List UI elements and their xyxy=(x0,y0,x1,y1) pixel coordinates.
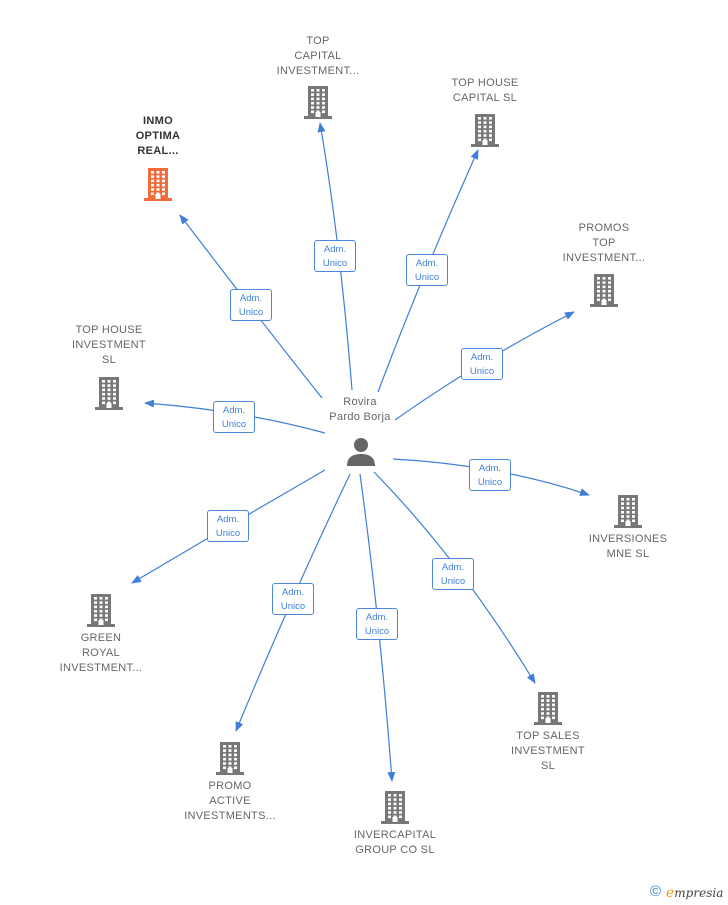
edge-label-inversiones-mne[interactable]: Adm. Unico xyxy=(469,459,511,491)
edge-label-green-royal-investment[interactable]: Adm. Unico xyxy=(207,510,249,542)
building-icon xyxy=(534,692,562,725)
company-name[interactable]: INVERSIONES MNE SL xyxy=(588,533,668,560)
company-icon-wrap[interactable] xyxy=(142,167,174,201)
company-node-top-house-investment[interactable]: TOP HOUSE INVESTMENT SL xyxy=(59,323,159,368)
company-icon-wrap[interactable] xyxy=(469,113,501,147)
person-icon[interactable] xyxy=(345,435,377,467)
person-name[interactable]: Rovira Pardo Borja xyxy=(329,396,391,423)
company-icon-wrap[interactable] xyxy=(588,273,620,307)
building-icon xyxy=(216,742,244,775)
company-node-promos-top-investment[interactable]: PROMOS TOP INVESTMENT... xyxy=(554,221,654,266)
company-name[interactable]: INMO OPTIMA REAL... xyxy=(135,115,181,157)
edge-label-top-sales-investment[interactable]: Adm. Unico xyxy=(432,558,474,590)
building-icon xyxy=(614,495,642,528)
company-icon-wrap[interactable] xyxy=(85,593,117,627)
company-node-top-sales-investment[interactable]: TOP SALES INVESTMENT SL xyxy=(498,729,598,774)
company-name[interactable]: PROMOS TOP INVESTMENT... xyxy=(562,222,646,264)
building-icon xyxy=(95,377,123,410)
company-name[interactable]: TOP SALES INVESTMENT SL xyxy=(511,730,585,772)
edge-label-promos-top-investment[interactable]: Adm. Unico xyxy=(461,348,503,380)
edge-label-inmo-optima[interactable]: Adm. Unico xyxy=(230,289,272,321)
company-name[interactable]: TOP HOUSE CAPITAL SL xyxy=(451,77,519,104)
company-icon-wrap[interactable] xyxy=(214,741,246,775)
company-node-top-house-capital[interactable]: TOP HOUSE CAPITAL SL xyxy=(435,76,535,106)
company-icon-wrap[interactable] xyxy=(612,494,644,528)
building-icon xyxy=(87,594,115,627)
building-icon xyxy=(381,791,409,824)
company-node-invercapital-group[interactable]: INVERCAPITAL GROUP CO SL xyxy=(340,828,450,858)
company-node-top-capital-investment[interactable]: TOP CAPITAL INVESTMENT... xyxy=(268,34,368,79)
company-name[interactable]: TOP CAPITAL INVESTMENT... xyxy=(276,35,360,77)
building-icon xyxy=(590,274,618,307)
edge-label-invercapital-group[interactable]: Adm. Unico xyxy=(356,608,398,640)
company-name[interactable]: INVERCAPITAL GROUP CO SL xyxy=(353,829,437,856)
edge-label-top-house-investment[interactable]: Adm. Unico xyxy=(213,401,255,433)
edge-label-top-house-capital[interactable]: Adm. Unico xyxy=(406,254,448,286)
company-icon-wrap[interactable] xyxy=(379,790,411,824)
company-icon-wrap[interactable] xyxy=(93,376,125,410)
company-icon-wrap[interactable] xyxy=(532,691,564,725)
company-node-inmo-optima[interactable]: INMO OPTIMA REAL... xyxy=(113,114,203,159)
company-node-green-royal-investment[interactable]: GREEN ROYAL INVESTMENT... xyxy=(51,631,151,676)
brand-logo[interactable]: empresia xyxy=(666,885,724,901)
edge-label-promo-active-investments[interactable]: Adm. Unico xyxy=(272,583,314,615)
company-node-inversiones-mne[interactable]: INVERSIONES MNE SL xyxy=(578,532,678,562)
company-node-promo-active-investments[interactable]: PROMO ACTIVE INVESTMENTS... xyxy=(175,779,285,824)
building-icon xyxy=(471,114,499,147)
company-name[interactable]: PROMO ACTIVE INVESTMENTS... xyxy=(184,780,276,822)
company-name[interactable]: GREEN ROYAL INVESTMENT... xyxy=(59,632,143,674)
building-icon xyxy=(144,168,172,201)
edge-label-top-capital-investment[interactable]: Adm. Unico xyxy=(314,240,356,272)
company-icon-wrap[interactable] xyxy=(302,85,334,119)
building-icon xyxy=(304,86,332,119)
company-name[interactable]: TOP HOUSE INVESTMENT SL xyxy=(72,324,146,366)
copyright-icon: © xyxy=(650,883,662,900)
